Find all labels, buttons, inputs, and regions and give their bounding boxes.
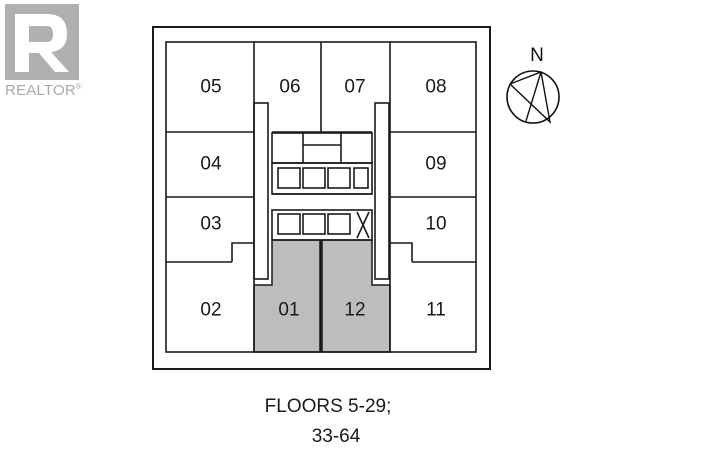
unit-label-12: 12 [344,300,365,321]
realtor-logo-text: REALTOR [5,82,76,99]
north-compass-icon: N [506,45,560,124]
unit-label-03: 03 [200,214,221,235]
realtor-logo-mark: ® [75,82,82,91]
realtor-logo: REALTOR® [4,4,84,99]
unit-label-10: 10 [425,214,446,235]
unit-label-01: 01 [278,300,299,321]
unit-label-05: 05 [200,77,221,98]
floors-caption-line1: FLOORS 5-29; [264,396,392,417]
unit-label-07: 07 [344,77,365,98]
unit-label-11: 11 [426,300,446,321]
realtor-logo-icon [5,4,79,80]
floors-caption-line2: 33-64 [311,426,361,447]
unit-label-04: 04 [200,154,222,175]
unit-label-09: 09 [425,154,446,175]
unit-label-08: 08 [425,77,446,98]
unit-label-06: 06 [279,77,300,98]
unit-walls [165,41,477,353]
unit-label-02: 02 [200,300,221,321]
north-label: N [530,45,544,66]
